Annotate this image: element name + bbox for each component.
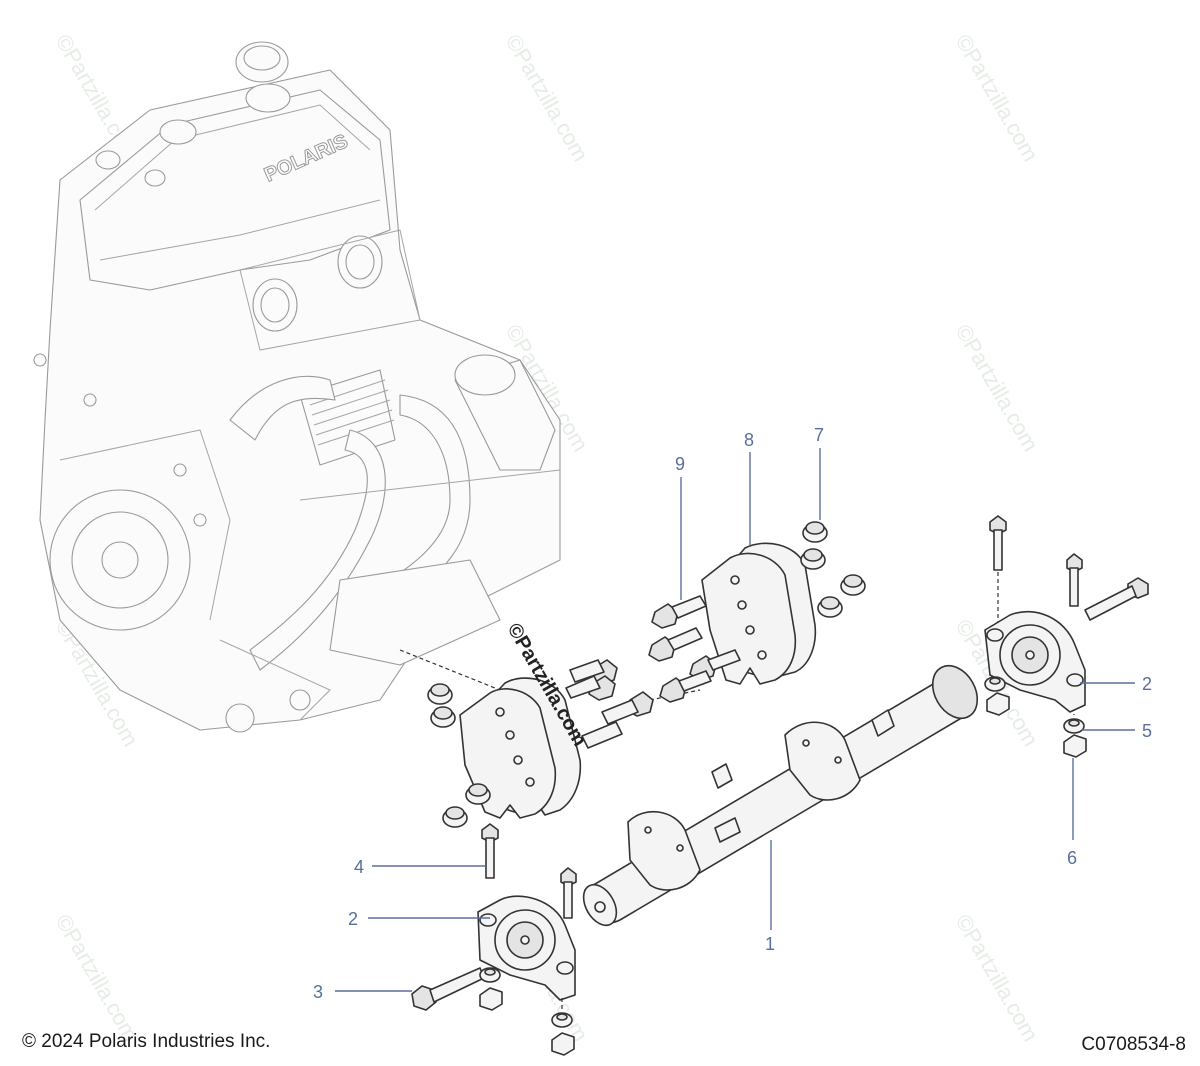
watermark: ©Partzilla.com [951,320,1044,456]
callout-label: 4 [354,857,364,877]
callout-9: 9 [675,454,685,600]
callout-1: 1 [765,840,775,954]
nut-group-upper [984,676,1087,758]
callout-8: 8 [744,430,754,545]
callout-label: 3 [313,982,323,1002]
spacer-group-right [800,521,866,618]
callout-label: 1 [765,934,775,954]
callout-4: 4 [354,857,485,877]
engine-illustration: POLARIS [33,41,561,733]
copyright-notice: © 2024 Polaris Industries Inc. [22,1031,271,1052]
callout-5: 5 [1082,721,1152,741]
bolt-4 [481,823,499,879]
mount-plate-8 [701,542,817,685]
watermark: ©Partzilla.com [51,910,144,1046]
callout-label: 5 [1142,721,1152,741]
callout-label: 2 [348,909,358,929]
nut-group-lower [479,967,575,1056]
mount-bracket-upper [984,610,1086,713]
callout-label: 8 [744,430,754,450]
callout-2-lower: 2 [348,909,490,929]
callout-label: 6 [1067,848,1077,868]
mount-tube-1 [582,664,979,927]
bolt-group [411,515,1149,1011]
callout-label: 2 [1142,674,1152,694]
callout-6: 6 [1067,758,1077,868]
callout-label: 9 [675,454,685,474]
spacer-group-left [427,683,491,828]
callout-3: 3 [313,982,412,1002]
callout-7: 7 [814,425,824,520]
callout-label: 7 [814,425,824,445]
watermark: ©Partzilla.com [951,910,1044,1046]
mount-bracket-lower [477,895,576,1001]
callout-2-upper: 2 [1080,674,1152,694]
watermark: ©Partzilla.com [501,30,594,166]
bolt-3 [411,967,485,1011]
watermark: ©Partzilla.com [951,30,1044,166]
figure-id: C0708534-8 [1081,1034,1186,1055]
